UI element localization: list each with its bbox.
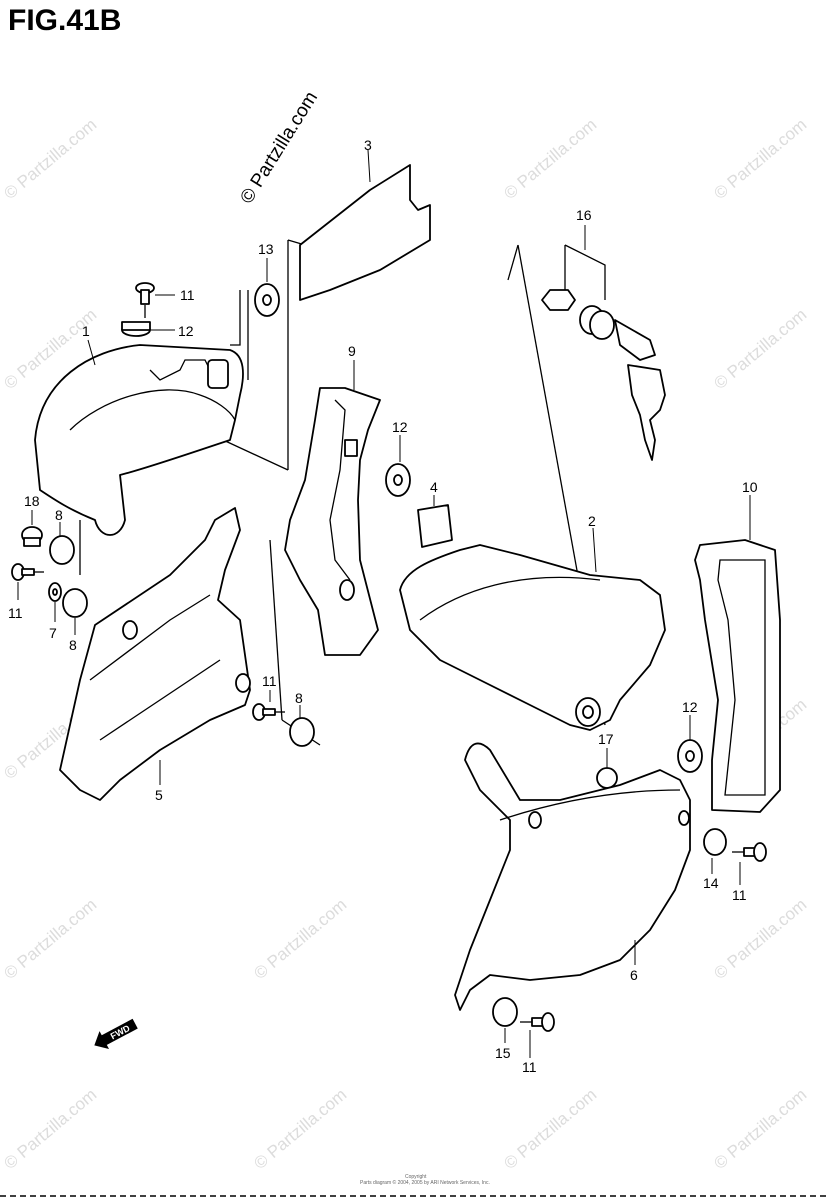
side-cover-right-6 bbox=[454, 742, 691, 1011]
watermark-main: © Partzilla.com bbox=[236, 88, 322, 208]
callout-12a: 12 bbox=[178, 323, 194, 339]
callout-11a: 11 bbox=[180, 287, 195, 303]
callout-4: 4 bbox=[430, 479, 438, 495]
cushion-17 bbox=[596, 767, 618, 789]
screw-11-right bbox=[732, 842, 767, 862]
cushion-15 bbox=[492, 997, 518, 1027]
callout-14: 14 bbox=[703, 875, 719, 891]
nut-18 bbox=[21, 526, 43, 547]
callout-15: 15 bbox=[495, 1045, 511, 1061]
bracket-10 bbox=[694, 539, 781, 813]
arrow-left-icon bbox=[94, 1018, 138, 1050]
callout-9: 9 bbox=[348, 343, 356, 359]
watermark-tile: © Partzilla.com bbox=[500, 1085, 600, 1173]
leader-lines bbox=[17, 149, 751, 1058]
watermark-tile: © Partzilla.com bbox=[0, 895, 100, 983]
screw-11-middle bbox=[252, 703, 285, 721]
callout-11c: 11 bbox=[262, 673, 277, 689]
callout-17: 17 bbox=[598, 731, 614, 747]
cushion-8-lower bbox=[62, 588, 88, 618]
footer-line-2: Parts diagram © 2004, 2005 by ARI Networ… bbox=[360, 1179, 490, 1186]
callout-5: 5 bbox=[155, 787, 163, 803]
callout-16: 16 bbox=[576, 207, 592, 223]
callout-12c: 12 bbox=[682, 699, 698, 715]
callout-13: 13 bbox=[258, 241, 274, 257]
cushion-8-middle bbox=[289, 717, 315, 747]
callout-11b: 11 bbox=[8, 605, 23, 621]
watermark-tile: © Partzilla.com bbox=[710, 115, 810, 203]
cushion-12-right bbox=[677, 739, 703, 773]
callout-12b: 12 bbox=[392, 419, 408, 435]
lock-set-16 bbox=[541, 289, 666, 461]
callout-7: 7 bbox=[49, 625, 57, 641]
callout-18: 18 bbox=[24, 493, 40, 509]
cushion-8-upper bbox=[49, 535, 75, 565]
watermark-tile: © Partzilla.com bbox=[250, 1085, 350, 1173]
watermark-tile: © Partzilla.com bbox=[710, 895, 810, 983]
bracket-9 bbox=[284, 387, 381, 656]
callouts: 1 2 3 4 5 6 7 8 8 8 9 10 11 11 11 11 11 … bbox=[8, 137, 758, 1075]
callout-11d: 11 bbox=[732, 887, 747, 903]
figure-title: FIG.41B bbox=[8, 4, 122, 37]
fwd-marker: FWD bbox=[94, 1018, 138, 1050]
callout-6: 6 bbox=[630, 967, 638, 983]
screw-11-left bbox=[11, 563, 44, 581]
callout-8b: 8 bbox=[69, 637, 77, 653]
cushion-12-middle bbox=[385, 463, 411, 497]
frame-cover-lower-left-5 bbox=[59, 507, 251, 801]
screw-11-bottom bbox=[520, 1012, 555, 1032]
callout-10: 10 bbox=[742, 479, 758, 495]
watermark-tile: © Partzilla.com bbox=[710, 1085, 810, 1173]
frame-cover-left-tab bbox=[207, 359, 229, 389]
frame-cover-right-2 bbox=[399, 544, 666, 731]
footer-line-1: Copyright bbox=[405, 1174, 427, 1180]
pad-4 bbox=[417, 504, 453, 548]
watermark-tile: © Partzilla.com bbox=[500, 115, 600, 203]
callout-2: 2 bbox=[588, 513, 596, 529]
watermark-tile: © Partzilla.com bbox=[0, 115, 100, 203]
cushion-13 bbox=[254, 283, 280, 317]
callout-8c: 8 bbox=[295, 690, 303, 706]
cushion-14 bbox=[703, 828, 727, 856]
callout-3: 3 bbox=[364, 137, 372, 153]
cushion-12-top bbox=[121, 321, 151, 337]
callout-1: 1 bbox=[82, 323, 90, 339]
watermark-tile: © Partzilla.com bbox=[0, 1085, 100, 1173]
washer-7 bbox=[48, 582, 62, 602]
callout-11e: 11 bbox=[522, 1059, 537, 1075]
watermark-tile: © Partzilla.com bbox=[710, 305, 810, 393]
watermark-tile: © Partzilla.com bbox=[250, 895, 350, 983]
callout-8a: 8 bbox=[55, 507, 63, 523]
screw-11-top bbox=[135, 282, 155, 318]
pad-3 bbox=[299, 164, 431, 301]
